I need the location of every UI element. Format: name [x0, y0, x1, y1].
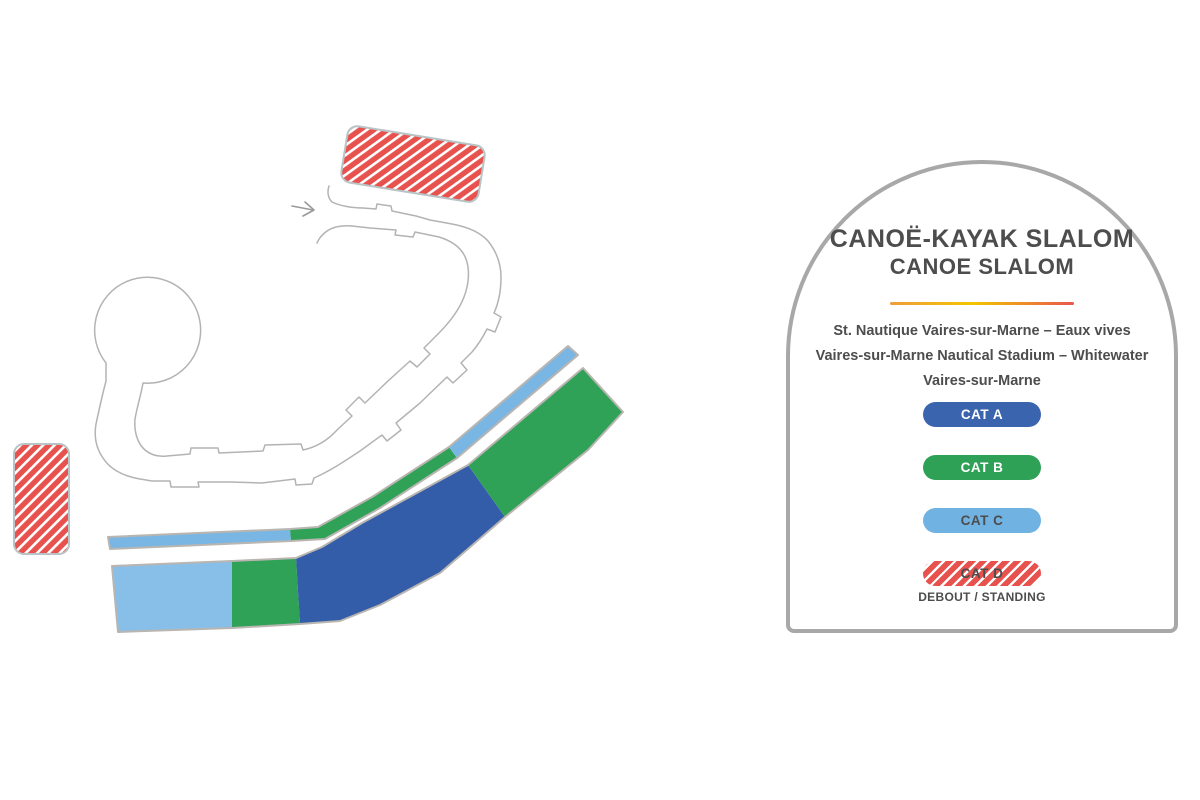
- thin-band-outline: [107, 345, 579, 550]
- seating-section-cat-c-lower-stand[interactable]: [112, 561, 232, 632]
- category-pill-cat-b[interactable]: CAT B: [923, 455, 1041, 480]
- event-title-fr: CANOË-KAYAK SLALOM: [829, 225, 1135, 253]
- legend-panel: CANOË-KAYAK SLALOM CANOE SLALOM St. Naut…: [786, 160, 1178, 633]
- seating-section-cat-b-lower-stand[interactable]: [232, 558, 300, 628]
- course-outline: [93, 185, 502, 488]
- venue-line-en: Vaires-sur-Marne Nautical Stadium – Whit…: [815, 348, 1149, 364]
- seating-section-cat-b-upper-stand[interactable]: [468, 368, 623, 517]
- venue-line-fr: St. Nautique Vaires-sur-Marne – Eaux viv…: [833, 323, 1131, 339]
- category-pill-cat-d[interactable]: CAT D: [923, 561, 1041, 586]
- seating-section-cat-b-strip-bend[interactable]: [290, 447, 457, 541]
- category-legend: CAT A CAT B CAT C CAT D DEBOUT / STANDIN…: [790, 402, 1174, 604]
- seating-section-cat-a-main-stand[interactable]: [296, 465, 505, 624]
- venue-name: St. Nautique Vaires-sur-Marne – Eaux viv…: [790, 319, 1174, 394]
- gradient-divider: [890, 302, 1074, 305]
- venue-line-city: Vaires-sur-Marne: [923, 373, 1041, 389]
- event-title-en: CANOE SLALOM: [889, 254, 1075, 279]
- start-arrow-icon: [291, 201, 315, 217]
- standing-area-cat-d-top[interactable]: [340, 125, 486, 203]
- standing-area-cat-d-left[interactable]: [13, 443, 70, 555]
- category-pill-cat-c[interactable]: CAT C: [923, 508, 1041, 533]
- wide-band-outline: [111, 367, 624, 633]
- category-pill-cat-a[interactable]: CAT A: [923, 402, 1041, 427]
- standing-note: DEBOUT / STANDING: [918, 590, 1046, 604]
- seating-section-cat-c-strip-left[interactable]: [108, 529, 291, 549]
- seating-section-cat-c-strip-diagonal[interactable]: [449, 346, 578, 458]
